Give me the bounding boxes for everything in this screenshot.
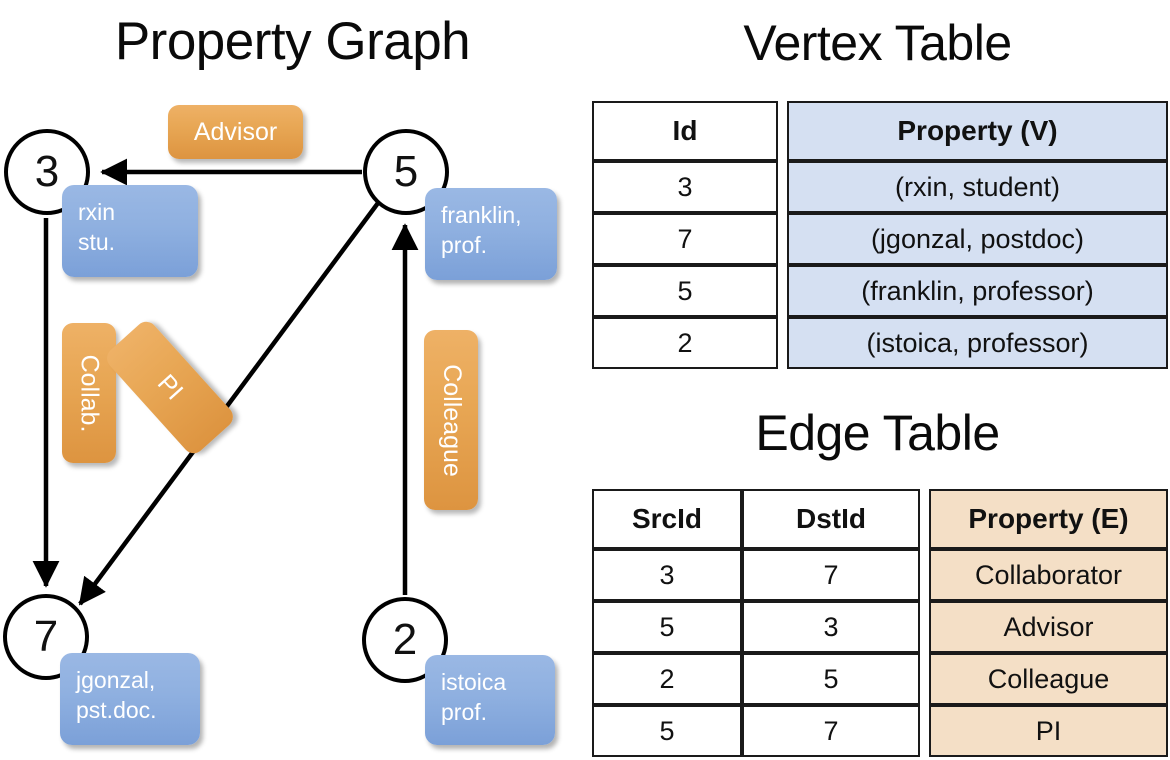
vertex-row-0-id: 3: [592, 161, 778, 213]
vertex-table-header-id: Id: [592, 101, 778, 161]
graph-edge-arrows: [32, 158, 419, 606]
edge-label-collab-text: Collab.: [75, 354, 104, 432]
table-row: 5 3 Advisor: [592, 601, 1168, 653]
vertex-row-3-id: 2: [592, 317, 778, 369]
vertex-row-3-property: (istoica, professor): [787, 317, 1168, 369]
node-property-badge-rxin: rxin stu.: [62, 185, 198, 277]
edge-row-0-dst: 7: [742, 549, 920, 601]
edge-row-3-property: PI: [929, 705, 1168, 757]
table-row: 5 7 PI: [592, 705, 1168, 757]
vertex-row-0-property: (rxin, student): [787, 161, 1168, 213]
node-property-rxin-line1: rxin: [78, 199, 116, 225]
graph-node-2-label: 2: [392, 615, 418, 664]
edge-row-3-dst: 7: [742, 705, 920, 757]
edge-table-header-property: Property (E): [929, 489, 1168, 549]
edge-row-1-dst: 3: [742, 601, 920, 653]
edge-row-2-dst: 5: [742, 653, 920, 705]
vertex-table-column-gap: [778, 161, 787, 213]
table-row: 7 (jgonzal, postdoc): [592, 213, 1168, 265]
vertex-row-2-property: (franklin, professor): [787, 265, 1168, 317]
vertex-row-1-property: (jgonzal, postdoc): [787, 213, 1168, 265]
edge-label-collab: Collab.: [62, 323, 116, 463]
edge-row-0-src: 3: [592, 549, 742, 601]
node-property-franklin-line2: prof.: [441, 232, 488, 258]
table-row: 3 7 Collaborator: [592, 549, 1168, 601]
page-title-property-graph: Property Graph: [114, 12, 471, 71]
graph-node-5[interactable]: 5: [363, 129, 449, 215]
edge-table-header-row: SrcId DstId Property (E): [592, 489, 1168, 549]
edge-table-column-gap: [920, 489, 929, 549]
node-property-badge-franklin: franklin, prof.: [425, 188, 557, 280]
edge-row-3-src: 5: [592, 705, 742, 757]
vertex-table: Id Property (V) 3 (rxin, student) 7 (jgo…: [592, 101, 1168, 369]
vertex-table-column-gap: [778, 317, 787, 369]
vertex-table-header-property: Property (V): [787, 101, 1168, 161]
page-title-edge-table: Edge Table: [755, 405, 1000, 461]
edge-label-colleague: Colleague: [424, 330, 478, 510]
edge-label-pi-text: PI: [152, 369, 189, 406]
graph-node-3-label: 3: [34, 147, 60, 196]
edge-table-column-gap: [920, 601, 929, 653]
node-property-badge-istoica: istoica prof.: [425, 655, 555, 745]
graph-node-7-label: 7: [33, 612, 59, 661]
graph-node-2[interactable]: 2: [362, 597, 448, 683]
edge-label-colleague-text: Colleague: [437, 363, 466, 477]
edge-row-2-property: Colleague: [929, 653, 1168, 705]
node-property-istoica-line2: prof.: [441, 699, 488, 725]
vertex-table-column-gap: [778, 213, 787, 265]
node-property-jgonzal-line1: jgonzal,: [76, 667, 156, 693]
vertex-table-column-gap: [778, 101, 787, 161]
table-row: 2 5 Colleague: [592, 653, 1168, 705]
edge-table-header-srcid: SrcId: [592, 489, 742, 549]
graph-node-5-label: 5: [393, 147, 419, 196]
vertex-table-column-gap: [778, 265, 787, 317]
edge-row-1-src: 5: [592, 601, 742, 653]
edge-table-column-gap: [920, 705, 929, 757]
table-row: 3 (rxin, student): [592, 161, 1168, 213]
vertex-table-header-row: Id Property (V): [592, 101, 1168, 161]
edge-row-2-src: 2: [592, 653, 742, 705]
property-graph-panel: Property Graph 3 5 7 2 rxin stu. frankli…: [3, 12, 557, 745]
edge-5-to-7: [78, 201, 380, 606]
table-row: 5 (franklin, professor): [592, 265, 1168, 317]
node-property-badge-jgonzal: jgonzal, pst.doc.: [60, 653, 200, 745]
page-title-vertex-table: Vertex Table: [743, 15, 1012, 71]
node-property-rxin-line2: stu.: [78, 229, 116, 255]
edge-table-header-dstid: DstId: [742, 489, 920, 549]
node-property-istoica-line1: istoica: [441, 669, 507, 695]
edge-label-advisor-text: Advisor: [193, 117, 278, 146]
edge-table-column-gap: [920, 653, 929, 705]
edge-row-1-property: Advisor: [929, 601, 1168, 653]
node-property-jgonzal-line2: pst.doc.: [76, 697, 157, 723]
edge-table-column-gap: [920, 549, 929, 601]
table-row: 2 (istoica, professor): [592, 317, 1168, 369]
edge-row-0-property: Collaborator: [929, 549, 1168, 601]
edge-label-advisor: Advisor: [168, 105, 303, 159]
node-property-franklin-line1: franklin,: [441, 202, 522, 228]
edge-table: SrcId DstId Property (E) 3 7 Collaborato…: [592, 489, 1168, 757]
vertex-row-1-id: 7: [592, 213, 778, 265]
vertex-row-2-id: 5: [592, 265, 778, 317]
